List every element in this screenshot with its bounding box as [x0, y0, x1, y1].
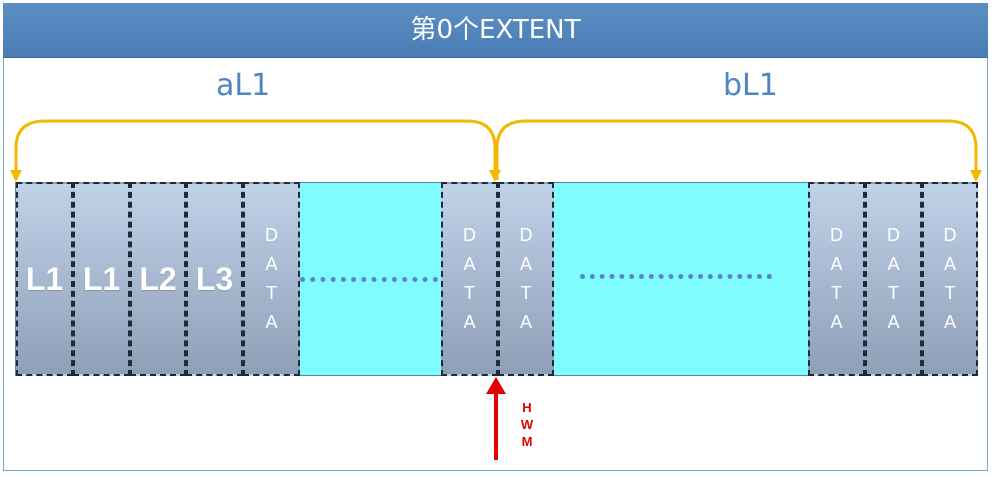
- block-label: L3: [195, 260, 234, 297]
- stacked-letter: T: [266, 283, 277, 303]
- stacked-letter: T: [520, 283, 532, 303]
- stacked-letter: W: [520, 417, 534, 432]
- al1-arc: [14, 119, 497, 180]
- stacked-letter: A: [519, 254, 532, 274]
- stacked-letter: D: [887, 225, 900, 245]
- stacked-letter: A: [887, 312, 900, 332]
- ellipsis-dots: [300, 277, 438, 282]
- stacked-letter: M: [521, 434, 533, 449]
- block-l2: L2: [130, 182, 186, 376]
- stacked-letter: A: [519, 312, 532, 332]
- stacked-letter: D: [943, 225, 957, 245]
- bl1-arc: [495, 119, 978, 180]
- block-l3: L3: [186, 182, 243, 376]
- al1-arc-left-head: [10, 170, 22, 182]
- stacked-letter: A: [943, 312, 956, 332]
- stacked-letter: A: [463, 254, 476, 274]
- block-label: L1: [82, 260, 121, 297]
- stacked-letter: A: [830, 312, 843, 332]
- bl1-arc-right-head: [970, 170, 982, 182]
- ellipsis-dots: [580, 274, 772, 279]
- stacked-letter: T: [888, 283, 899, 303]
- block-l1: L1: [73, 182, 130, 376]
- stacked-letter: A: [887, 254, 900, 274]
- stacked-letter: D: [830, 225, 843, 245]
- al1-arc-right-head: [489, 170, 501, 182]
- stacked-letter: A: [265, 312, 278, 332]
- group-label-al1: aL1: [216, 68, 271, 103]
- extent-title: 第0个EXTENT: [3, 3, 988, 58]
- stacked-letter: D: [265, 225, 278, 245]
- free-space-region: [554, 183, 808, 375]
- stacked-letter: T: [831, 283, 842, 303]
- block-label: L2: [139, 260, 177, 297]
- block-label: L1: [25, 260, 64, 297]
- hwm-arrow-head: [486, 377, 506, 394]
- stacked-letter: T: [944, 283, 956, 303]
- stacked-letter: D: [519, 225, 533, 245]
- block-l1: L1: [16, 182, 73, 376]
- stacked-letter: H: [522, 400, 532, 415]
- stacked-letter: D: [463, 225, 476, 245]
- stacked-letter: A: [463, 312, 476, 332]
- stacked-letter: T: [464, 283, 475, 303]
- stacked-letter: A: [943, 254, 956, 274]
- stacked-letter: A: [830, 254, 843, 274]
- stacked-letter: A: [265, 254, 278, 274]
- group-label-bl1: bL1: [723, 68, 778, 103]
